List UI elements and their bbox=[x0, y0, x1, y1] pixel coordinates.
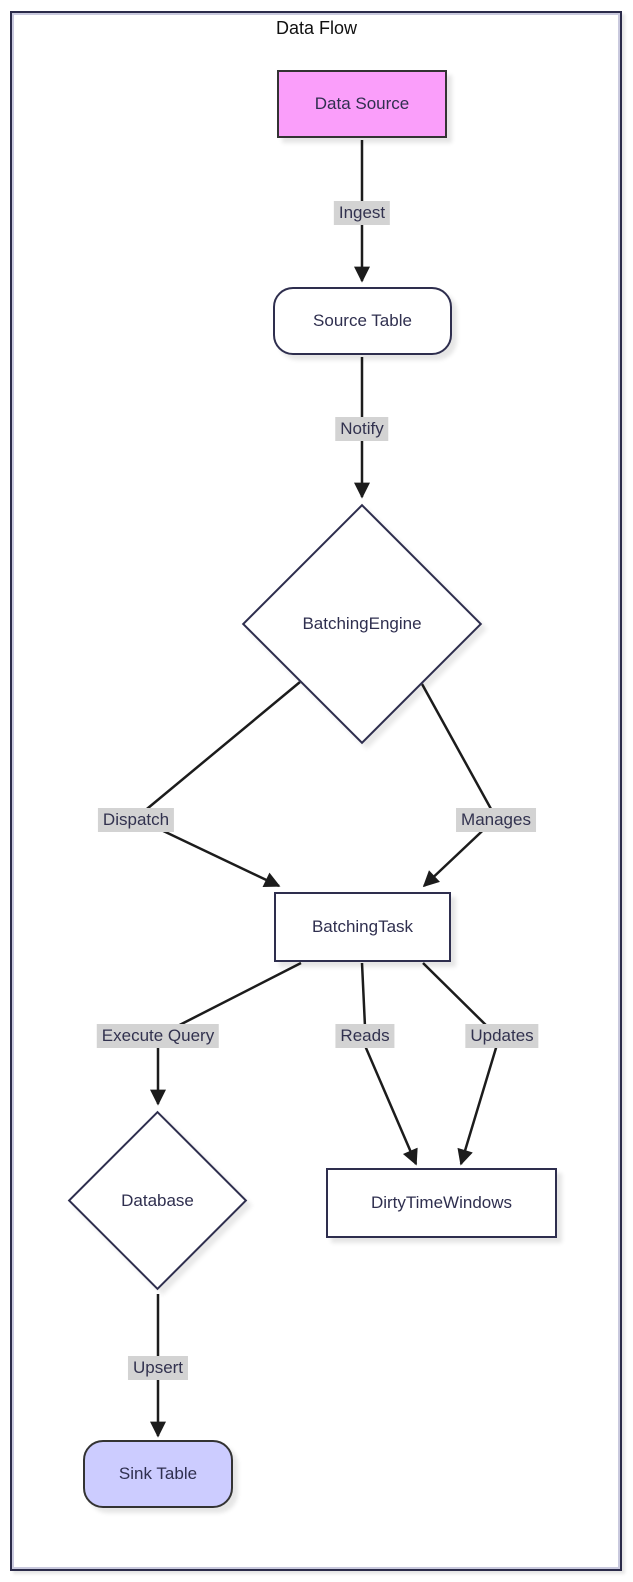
diagram-frame bbox=[10, 11, 622, 1571]
data-source-label: Data Source bbox=[314, 94, 410, 113]
edge-reads-line bbox=[360, 962, 418, 1166]
data-source-node: Data Source bbox=[277, 70, 447, 138]
sink-table-label: Sink Table bbox=[118, 1464, 198, 1483]
edge-dispatch-line bbox=[133, 681, 301, 888]
dirty-time-windows-label: DirtyTimeWindows bbox=[370, 1193, 513, 1212]
batching-task-node: BatchingTask bbox=[274, 892, 451, 962]
diagram-title: Data Flow bbox=[275, 18, 358, 38]
edge-label-execute-query: Execute Query bbox=[96, 1024, 220, 1048]
edge-manages-line bbox=[420, 683, 498, 888]
source-table-node: Source Table bbox=[273, 287, 452, 355]
dirty-time-windows-node: DirtyTimeWindows bbox=[326, 1168, 557, 1238]
edge-label-upsert: Upsert bbox=[127, 1356, 189, 1380]
edge-label-manages: Manages bbox=[456, 808, 536, 832]
edge-updates-line bbox=[422, 962, 501, 1166]
edge-label-ingest: Ingest bbox=[333, 201, 391, 225]
sink-table-node: Sink Table bbox=[83, 1440, 233, 1508]
batching-task-label: BatchingTask bbox=[311, 917, 414, 936]
edge-label-reads: Reads bbox=[335, 1024, 395, 1048]
edge-label-notify: Notify bbox=[335, 417, 389, 441]
source-table-label: Source Table bbox=[313, 311, 412, 330]
edge-label-dispatch: Dispatch bbox=[97, 808, 175, 832]
edge-label-updates: Updates bbox=[465, 1024, 539, 1048]
